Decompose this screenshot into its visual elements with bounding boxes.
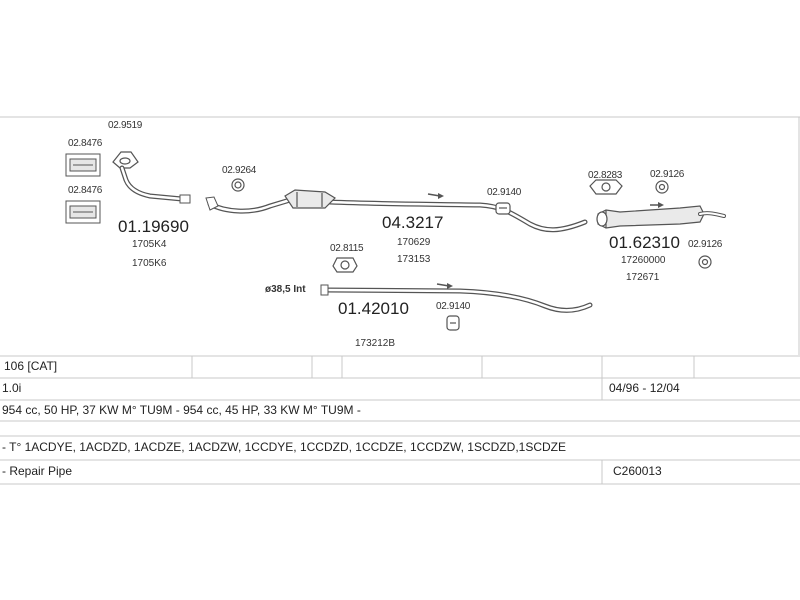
- mount-02-9140-upper: [495, 202, 511, 215]
- label-02-8283: 02.8283: [588, 170, 623, 181]
- label-172671: 172671: [626, 272, 660, 283]
- label-173153: 173153: [397, 254, 431, 265]
- label-01-19690: 01.19690: [118, 217, 189, 236]
- label-01-42010: 01.42010: [338, 299, 409, 318]
- row-note: - Repair Pipe C260013: [0, 464, 800, 482]
- row-engine-codes: - T° 1ACDYE, 1ACDZD, 1ACDZE, 1ACDZW, 1CC…: [0, 440, 800, 458]
- middle-pipe-flange: [205, 196, 219, 211]
- label-pipe-diameter: ø38,5 Int: [265, 284, 306, 295]
- ring-02-9126-lower: [698, 255, 712, 269]
- label-02-9126-upper: 02.9126: [650, 169, 685, 180]
- label-02-8476-lower: 02.8476: [68, 185, 103, 196]
- label-1705k4: 1705K4: [132, 239, 167, 250]
- front-flange: [112, 151, 139, 169]
- row-engine: 1.0i 04/96 - 12/04: [0, 380, 800, 400]
- label-173212b: 173212B: [355, 338, 396, 349]
- note-text: - Repair Pipe: [2, 464, 73, 478]
- label-01-62310: 01.62310: [609, 233, 680, 252]
- row-specs: 954 cc, 50 HP, 37 KW M° TU9M - 954 cc, 4…: [0, 403, 800, 421]
- mount-02-9140-lower: [446, 315, 460, 331]
- ring-02-9126-upper: [655, 180, 669, 194]
- label-02-9140-lower: 02.9140: [436, 301, 471, 312]
- gasket-box-lower: [65, 200, 101, 224]
- row-model: 106 [CAT]: [0, 358, 800, 378]
- clamp-02-8283: [589, 179, 623, 195]
- dates-text: 04/96 - 12/04: [609, 381, 680, 395]
- label-02-9126-lower: 02.9126: [688, 239, 723, 250]
- front-pipe-01-19690: [119, 165, 185, 202]
- specs-text: 954 cc, 50 HP, 37 KW M° TU9M - 954 cc, 4…: [2, 403, 361, 417]
- catalyst: [284, 189, 336, 209]
- rubber-ring-02-9264: [231, 178, 245, 192]
- label-17260000: 17260000: [621, 255, 666, 266]
- label-02-8476-upper: 02.8476: [68, 138, 103, 149]
- label-1705k6: 1705K6: [132, 258, 167, 269]
- ref-text: C260013: [613, 464, 662, 478]
- label-02-9264: 02.9264: [222, 165, 257, 176]
- gasket-box-upper: [65, 153, 101, 177]
- label-170629: 170629: [397, 237, 431, 248]
- label-02-9519: 02.9519: [108, 120, 143, 131]
- rear-silencer-01-62310: [596, 205, 705, 229]
- label-02-9140-upper: 02.9140: [487, 187, 522, 198]
- label-04-3217: 04.3217: [382, 213, 444, 232]
- model-text: 106 [CAT]: [4, 359, 58, 373]
- label-02-8115: 02.8115: [330, 243, 364, 254]
- engine-text: 1.0i: [2, 381, 22, 395]
- engine-codes-text: - T° 1ACDYE, 1ACDZD, 1ACDZE, 1ACDZW, 1CC…: [2, 440, 566, 454]
- clamp-02-8115: [332, 257, 358, 273]
